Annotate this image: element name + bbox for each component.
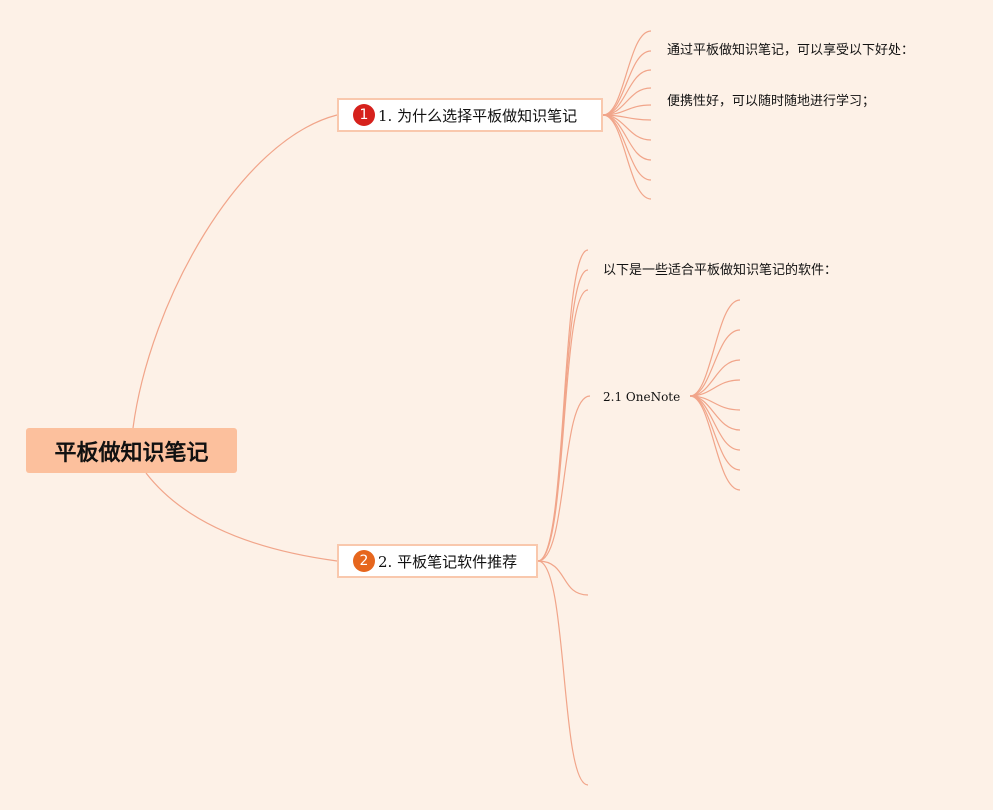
subtopic-software-intro[interactable]: 以下是一些适合平板做知识笔记的软件：: [603, 263, 838, 278]
priority-2-icon: 2: [353, 550, 375, 572]
connector-branch-2-leaf: [537, 289, 589, 562]
root-topic[interactable]: 平板做知识笔记: [26, 428, 237, 473]
connector-branch-1-leaf: [602, 114, 652, 181]
connector-branch-2-leaf: [537, 560, 589, 786]
connector-branch-2-leaf: [537, 395, 591, 562]
connector-onenote-leaf: [689, 359, 741, 397]
priority-1-icon: 1: [353, 104, 375, 126]
connector-branch-1-leaf: [602, 114, 652, 200]
connector-branch-1-leaf: [602, 69, 652, 116]
connector-onenote-leaf: [689, 395, 741, 491]
connector-onenote-leaf: [689, 395, 741, 471]
connector-branch-2-leaf: [537, 249, 589, 562]
branch-label: 2. 平板笔记软件推荐: [378, 552, 518, 571]
connector-onenote-leaf: [689, 379, 741, 397]
connector-branch-1-leaf: [602, 30, 652, 116]
branch-topic-software[interactable]: 2 2. 平板笔记软件推荐: [337, 544, 538, 578]
branch-label: 1. 为什么选择平板做知识笔记: [378, 106, 578, 125]
connector-onenote-leaf: [689, 299, 741, 397]
connector-root-branch-1: [132, 114, 338, 429]
subtopic-benefits-intro[interactable]: 通过平板做知识笔记，可以享受以下好处：: [667, 43, 915, 58]
connector-branch-1-leaf: [602, 114, 652, 161]
connector-branch-2-leaf: [537, 560, 589, 596]
connector-branch-1-leaf: [602, 50, 652, 116]
branch-topic-why-tablet[interactable]: 1 1. 为什么选择平板做知识笔记: [337, 98, 603, 132]
subtopic-onenote[interactable]: 2.1 OneNote: [603, 390, 681, 404]
connector-onenote-leaf: [689, 395, 741, 451]
connector-root-branch-2: [145, 472, 338, 562]
subtopic-portability[interactable]: 便携性好，可以随时随地进行学习；: [667, 94, 876, 109]
connector-onenote-leaf: [689, 329, 741, 397]
